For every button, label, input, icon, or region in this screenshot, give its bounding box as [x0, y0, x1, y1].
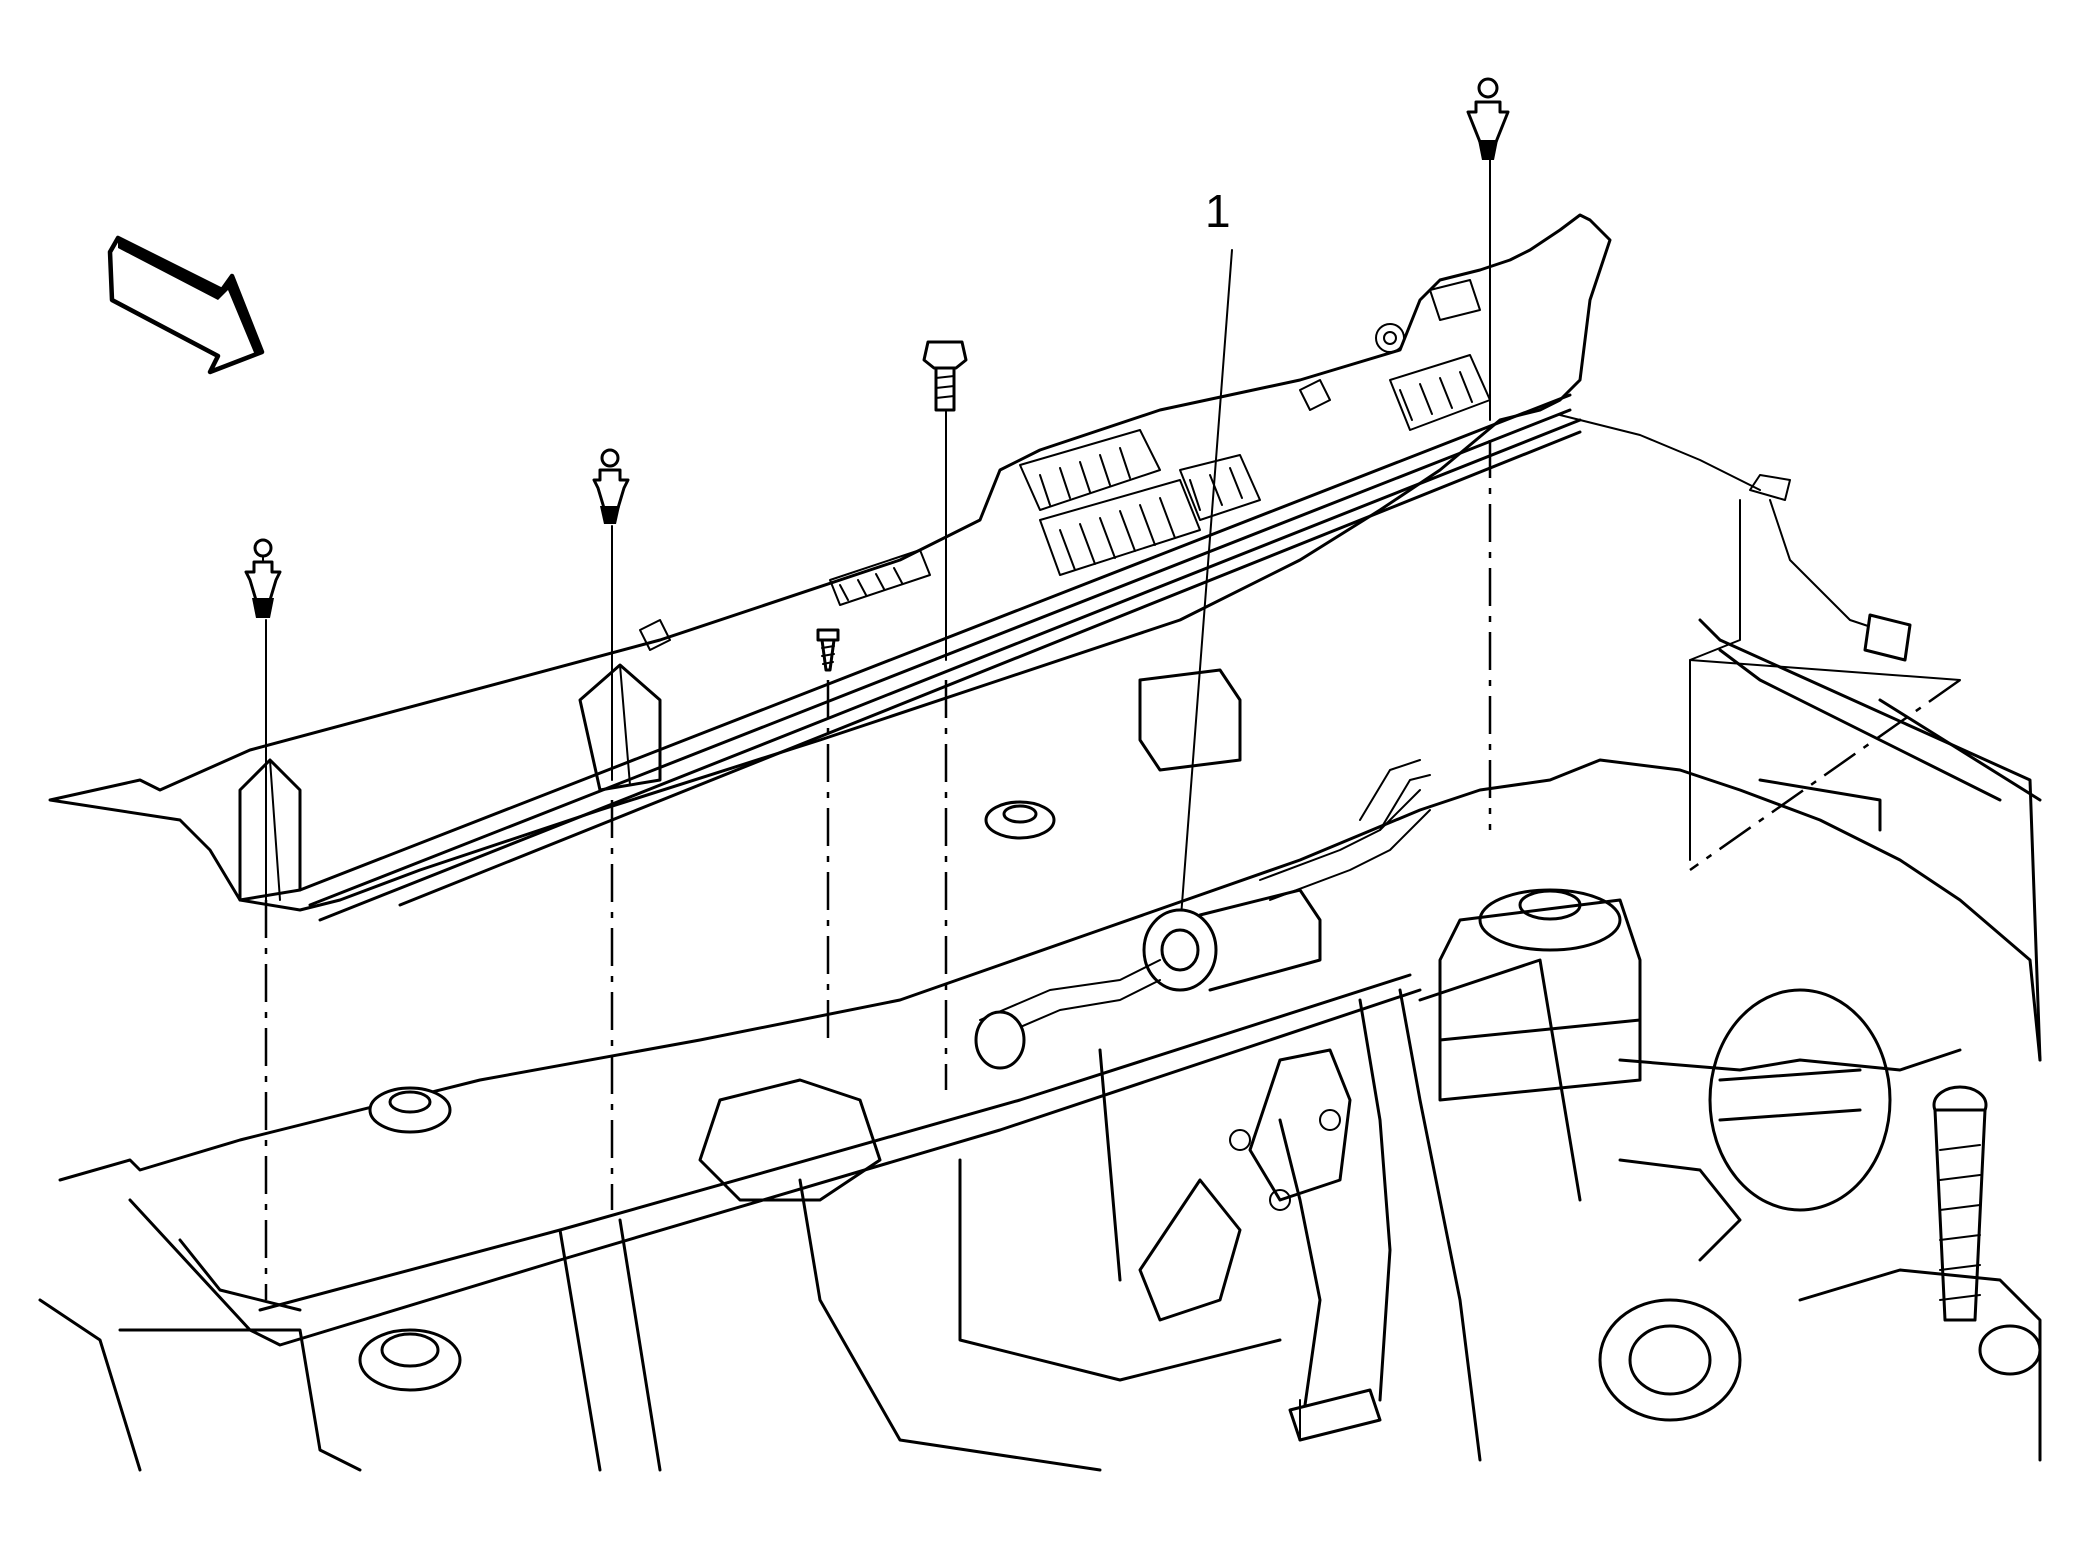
callout-number-1: 1: [1205, 185, 1231, 237]
push-pin-retainer-icon: [1466, 77, 1510, 160]
push-pin-retainer-icon: [592, 448, 630, 524]
cowl-panel-structure: [38, 618, 2042, 1472]
direction-arrow-icon: [107, 235, 265, 375]
bolt-icon: [922, 340, 968, 412]
air-inlet-grille-panel: [48, 213, 1612, 922]
screw-icon: [816, 628, 840, 672]
push-pin-retainer-icon: [244, 538, 282, 618]
